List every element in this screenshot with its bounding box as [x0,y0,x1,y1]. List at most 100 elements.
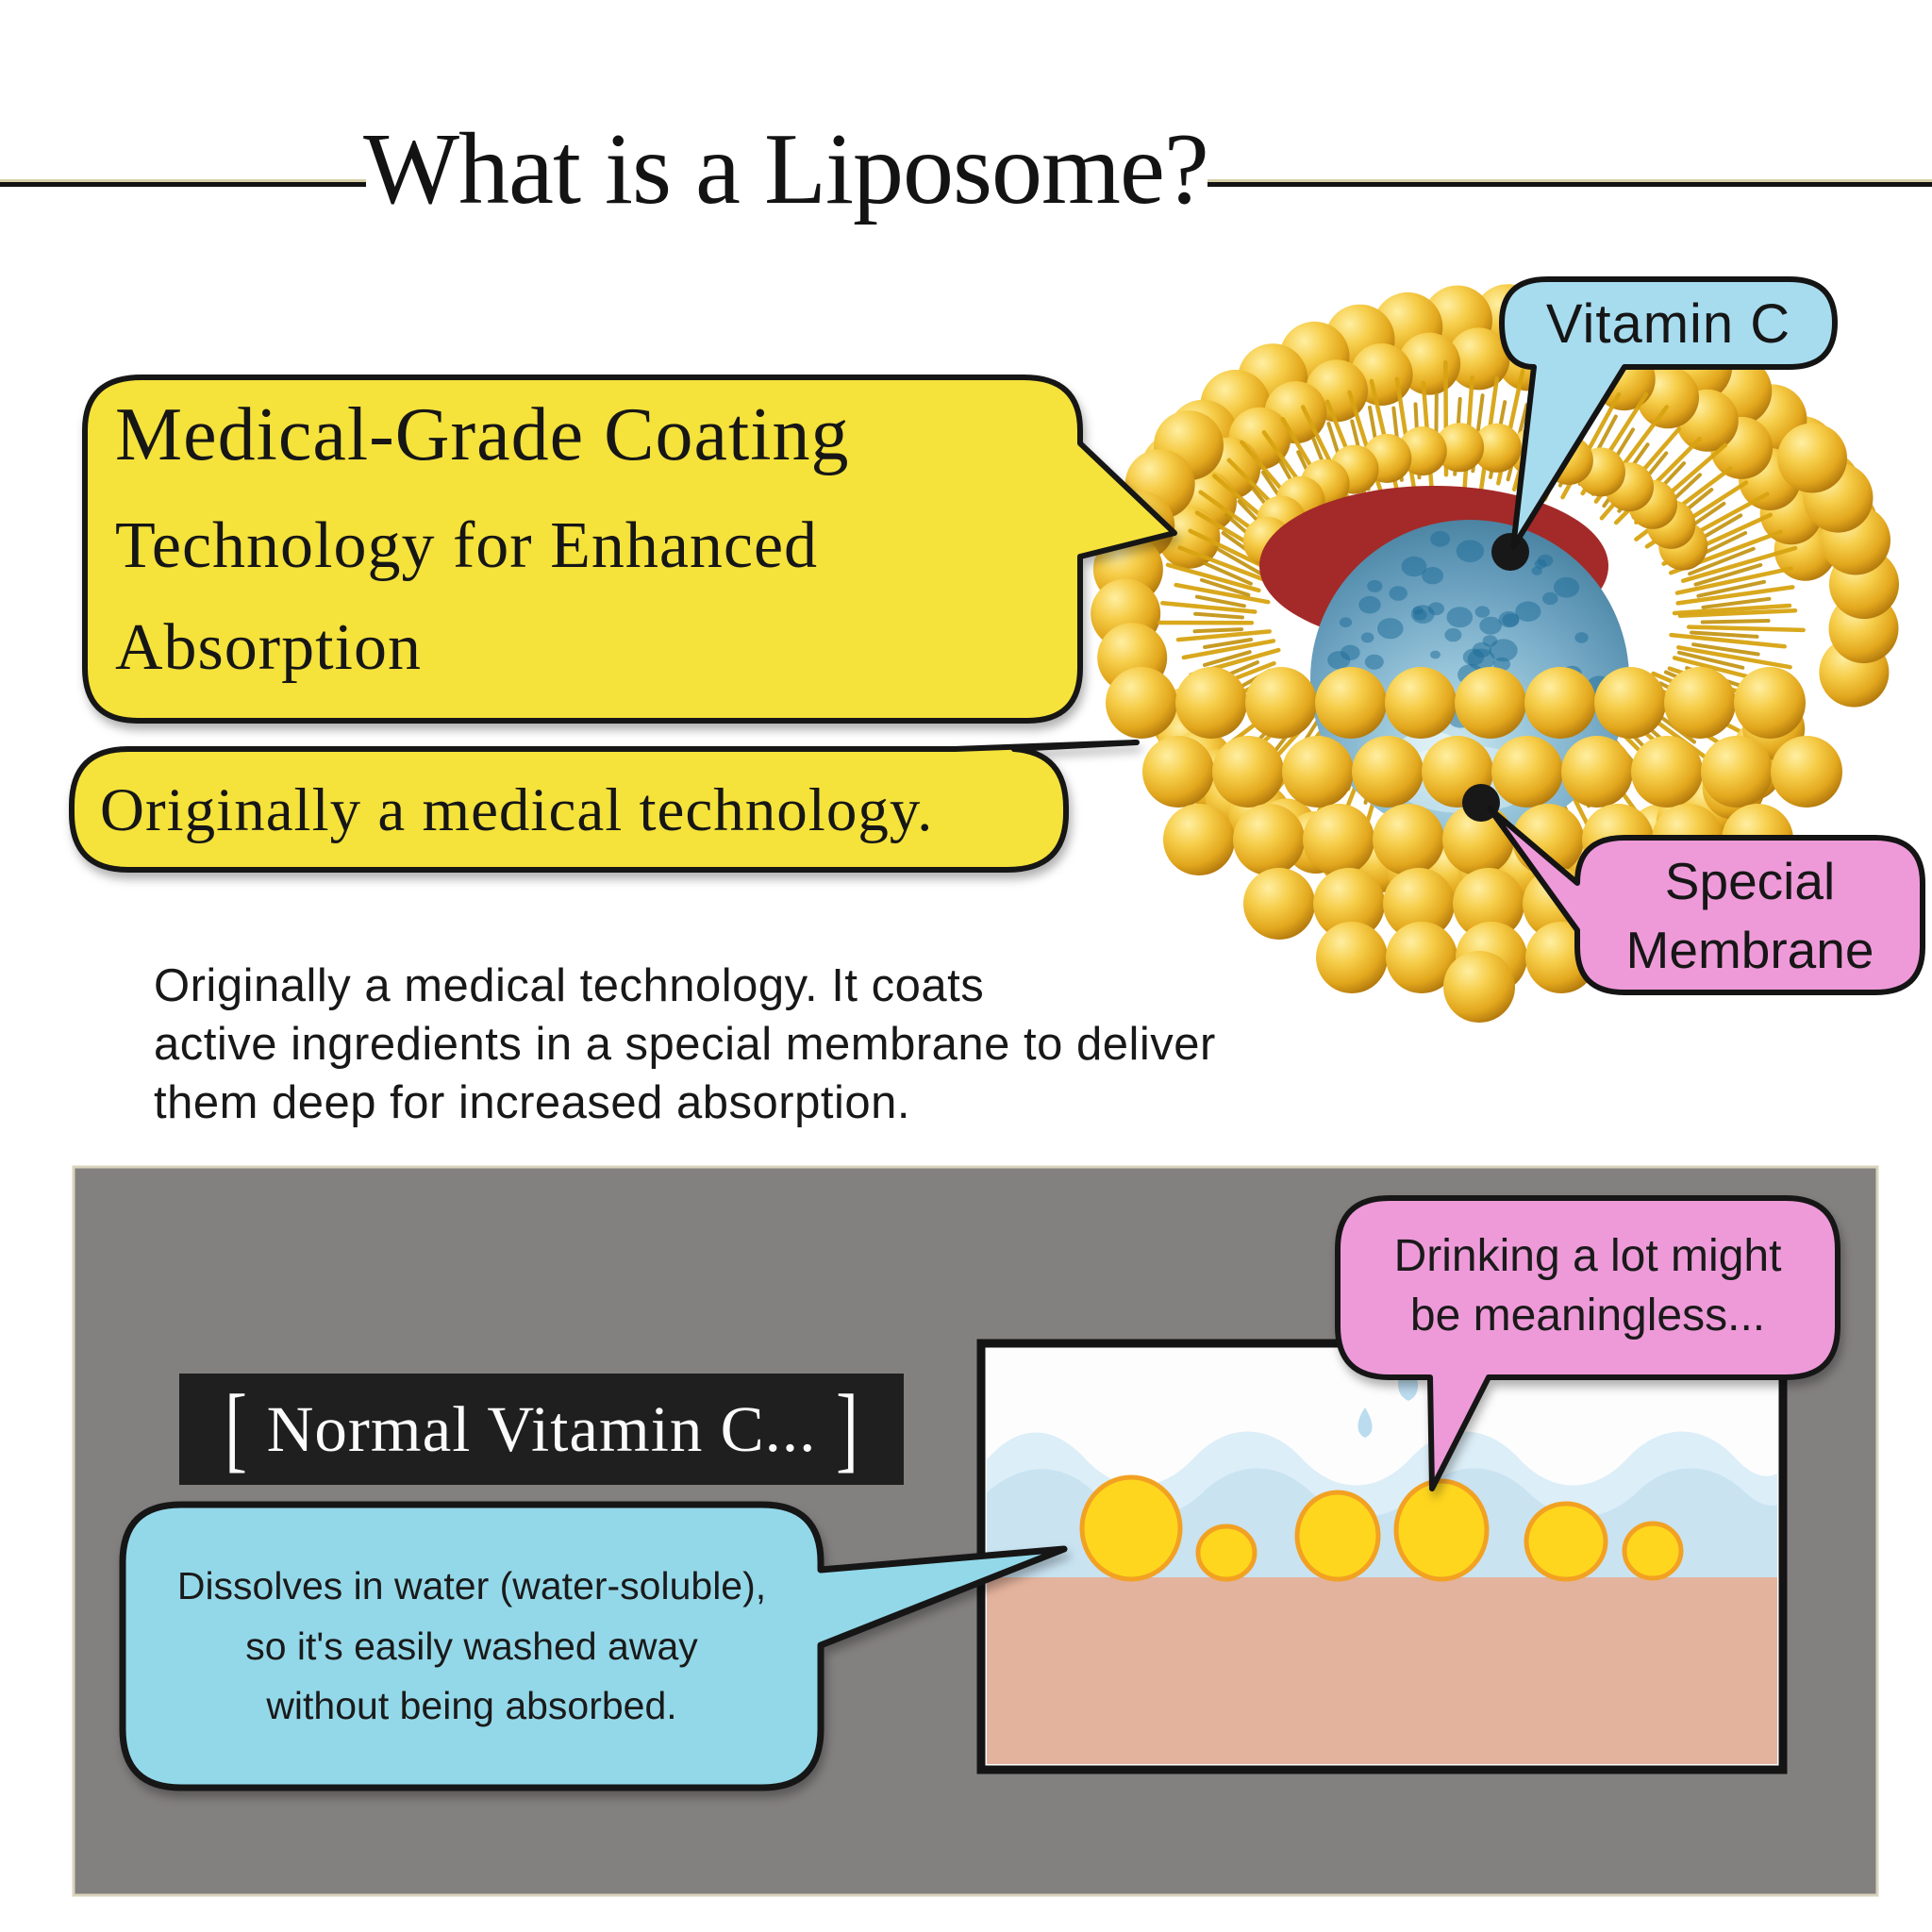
lipid-ball [1701,736,1773,808]
vitamin-droplet [1079,1474,1183,1582]
lipid-ball [1315,667,1387,739]
vitamin-droplet [1294,1490,1381,1582]
lipid-tail [1693,562,1763,587]
lipid-tail [1701,596,1772,609]
lipid-ball [1472,423,1522,473]
lipid-tail [1700,619,1771,625]
lipid-tail [1193,611,1244,620]
lipid-tail [1680,545,1798,583]
lipid-ball [1245,667,1317,739]
special-membrane-label: Special Membrane [1625,852,1874,979]
lipid-ball [1282,736,1354,808]
vitamin-droplet [1393,1478,1490,1582]
lipid-ball [1443,951,1515,1023]
lipid-tail [1690,630,1759,639]
lipid-tail [1669,632,1787,649]
title-divider-right-highlight [1208,179,1932,182]
medical-grade-line1: Medical-Grade Coating [115,393,850,476]
core-dimple [1367,579,1383,592]
lipid-ball [1175,667,1247,739]
lipid-ball [1383,868,1455,940]
core-dimple [1341,644,1360,660]
dissolves-line2: so it's easily washed away [245,1624,698,1668]
dissolves-line3: without being absorbed. [266,1684,677,1728]
lipid-ball [1233,804,1305,875]
lipid-tail [1672,603,1792,616]
lipid-ball [1524,667,1596,739]
core-dimple [1410,605,1435,624]
medical-grade-line2: Technology for Enhanced [115,509,819,582]
lipid-ball [1453,868,1524,940]
core-dimple [1474,606,1491,618]
lipid-ball [1777,423,1847,493]
lipid-ball [1386,922,1457,993]
lipid-tail [1676,645,1792,670]
lipid-tail [1203,638,1254,649]
core-dimple [1479,616,1502,635]
skin-layer [987,1577,1777,1764]
lipid-tail [1674,566,1793,595]
dissolves-bubble-text: Dissolves in water (water-soluble), so i… [127,1557,816,1737]
lipid-ball [1106,667,1177,739]
medical-grade-line3: Absorption [115,611,422,684]
dissolves-line1: Dissolves in water (water-soluble), [176,1564,767,1607]
drinking-line2: be meaningless... [1409,1291,1766,1341]
speech-bubble-dissolves [119,1501,1068,1791]
title-divider-left [0,182,366,187]
lipid-ball [1455,667,1526,739]
lipid-tail [1199,577,1251,597]
lipid-ball [1373,804,1444,875]
core-dimple [1446,607,1474,628]
vitamin-droplet [1524,1501,1608,1582]
lipid-tail [1696,579,1766,598]
lipid-tail [1677,608,1798,619]
core-dimple [1498,611,1520,628]
lipid-tail [1203,561,1253,586]
lipid-ball [1435,423,1485,473]
lipid-ball [1352,736,1424,808]
lipid-tail [1175,629,1272,642]
lipid-tail [1194,594,1246,608]
lipid-ball [1243,868,1315,940]
drinking-bubble-text: Drinking a lot might be meaningless... [1338,1226,1838,1346]
speech-bubble-drinking [1335,1195,1840,1491]
lipid-tail [1177,545,1272,584]
core-dimple [1360,632,1374,643]
lipid-ball [1664,667,1736,739]
core-dimple [1542,591,1558,606]
body-line1: Originally a medical technology. It coat… [154,960,985,1011]
lipid-ball [1594,667,1666,739]
vitamin-droplet [1622,1521,1684,1581]
lipid-ball [1313,868,1385,940]
lipid-tail [1192,627,1244,634]
lipid-ball [1212,736,1284,808]
lipid-ball [1491,736,1563,808]
heading-box [179,1374,904,1485]
lipid-ball [1561,736,1633,808]
core-dimple [1339,617,1353,627]
lipid-ball [1316,922,1388,993]
core-dimple [1377,618,1404,640]
medical-grade-text: Medical-Grade Coating Technology for Enh… [115,392,1070,686]
lipid-ball [1771,736,1842,808]
lipid-tail [1181,639,1276,660]
body-paragraph: Originally a medical technology. It coat… [154,957,1569,1133]
lipid-tail [1174,582,1271,605]
splash-droplet [1357,1407,1373,1438]
bracket-left-icon: [ [224,1375,247,1483]
core-dimple [1444,627,1462,642]
bracket-right-icon: ] [836,1375,859,1483]
lipid-tail [1675,585,1795,606]
core-dimple [1456,540,1485,562]
lipid-ball [1142,736,1214,808]
lipid-ball [1385,667,1457,739]
vitamin-c-label: Vitamin C [1545,293,1791,355]
core-dimple [1534,558,1547,570]
lipid-tail [1216,547,1265,577]
core-dimple [1553,576,1580,598]
core-dimple [1489,639,1518,662]
normal-vitamin-c-label: Normal Vitamin C... [266,1392,817,1465]
core-dimple [1430,650,1441,659]
core-dimple [1515,601,1541,622]
